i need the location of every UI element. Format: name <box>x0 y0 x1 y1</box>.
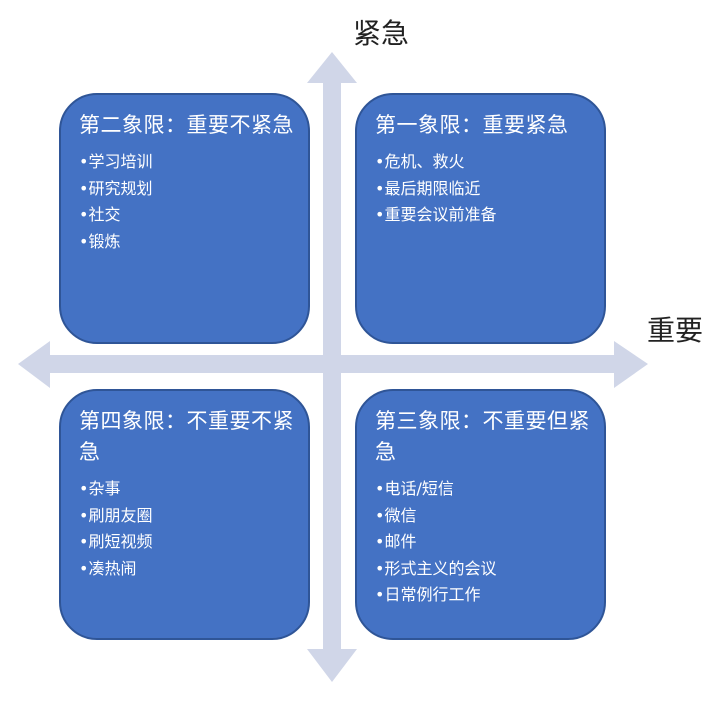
quadrant-title: 第二象限：重要不紧急 <box>79 113 294 137</box>
list-item: •刷朋友圈 <box>79 505 153 525</box>
list-item: •电话/短信 <box>375 479 454 498</box>
quadrant-1: 第一象限：重要紧急 •危机、救火 •最后期限临近 •重要会议前准备 <box>355 93 606 344</box>
list-item: •邮件 <box>375 532 417 551</box>
quadrant-list: •电话/短信 •微信 •邮件 •形式主义的会议 •日常例行工作 <box>375 476 590 609</box>
quadrant-title: 第四象限：不重要不紧急 <box>79 409 294 464</box>
quadrant-title: 第一象限：重要紧急 <box>375 113 569 137</box>
list-item: •凑热闹 <box>79 558 137 578</box>
list-item: •研究规划 <box>79 178 153 198</box>
quadrant-4: 第四象限：不重要不紧急 •杂事 •刷朋友圈 •刷短视频 •凑热闹 <box>59 389 310 640</box>
horizontal-axis-label: 重要 <box>647 314 704 347</box>
quadrant-list: •学习培训 •研究规划 •社交 •锻炼 <box>79 149 294 255</box>
list-item: •杂事 <box>79 479 121 498</box>
vertical-axis-label: 紧急 <box>353 17 410 50</box>
list-item: •锻炼 <box>79 231 121 251</box>
list-item: •微信 <box>375 505 417 525</box>
quadrant-3: 第三象限：不重要但紧急 •电话/短信 •微信 •邮件 •形式主义的会议 •日常例… <box>355 389 606 640</box>
list-item: •形式主义的会议 <box>375 558 497 578</box>
list-item: •社交 <box>79 205 121 224</box>
list-item: •重要会议前准备 <box>375 205 497 224</box>
list-item: •日常例行工作 <box>375 585 481 604</box>
quadrant-list: •杂事 •刷朋友圈 •刷短视频 •凑热闹 <box>79 476 294 582</box>
horizontal-axis-arrow <box>18 341 648 388</box>
list-item: •学习培训 <box>79 152 153 171</box>
quadrant-list: •危机、救火 •最后期限临近 •重要会议前准备 <box>375 149 590 229</box>
list-item: •刷短视频 <box>79 532 153 551</box>
list-item: •危机、救火 <box>375 152 465 171</box>
quadrant-title: 第三象限：不重要但紧急 <box>375 409 590 464</box>
list-item: •最后期限临近 <box>375 178 481 198</box>
quadrant-2: 第二象限：重要不紧急 •学习培训 •研究规划 •社交 •锻炼 <box>59 93 310 344</box>
